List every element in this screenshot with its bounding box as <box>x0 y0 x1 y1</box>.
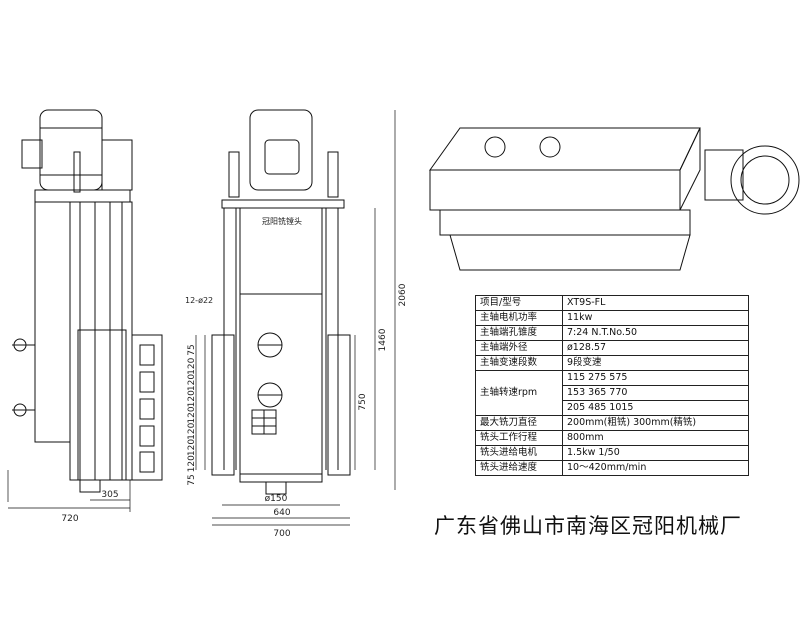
isometric-view <box>429 127 800 271</box>
pitch-label: 120 <box>187 422 197 439</box>
dim-left-offset: 305 <box>101 490 118 500</box>
spec-key: 主轴转速rpm <box>475 370 563 416</box>
dim-slide-height: 750 <box>358 393 368 410</box>
spec-value: 1.5kw 1/50 <box>562 445 749 461</box>
spec-key: 最大铣刀直径 <box>475 415 563 431</box>
spec-header-key: 项目/型号 <box>475 295 563 311</box>
dim-left-width: 720 <box>61 514 78 524</box>
spec-value: 205 485 1015 <box>562 400 749 416</box>
pitch-label: 120 <box>187 390 197 407</box>
bolt-spec: 12-ø22 <box>185 296 213 305</box>
front-view <box>195 109 396 526</box>
dim-overall-height: 2060 <box>398 283 408 306</box>
spec-value: 7:24 N.T.No.50 <box>562 325 749 341</box>
spec-value: 115 275 575 <box>562 370 749 386</box>
pitch-label: 120 <box>187 374 197 391</box>
spec-value: 11kw <box>562 310 749 326</box>
title-plate: 冠阳铣镗头 <box>262 216 302 226</box>
dim-center-width: 640 <box>273 508 290 518</box>
pitch-label: 75 <box>187 474 197 485</box>
spec-key: 铣头进给速度 <box>475 460 563 476</box>
pitch-label: 120 <box>187 439 197 456</box>
spec-value: ø128.57 <box>562 340 749 356</box>
spec-key: 主轴变速段数 <box>475 355 563 371</box>
spec-header-row: 项目/型号 XT9S-FL <box>475 295 749 311</box>
spec-value: 153 365 770 <box>562 385 749 401</box>
pitch-label: 75 <box>187 344 197 355</box>
spec-key: 主轴端外径 <box>475 340 563 356</box>
dim-overall-width: 700 <box>273 529 290 539</box>
spec-value: 10～420mm/min <box>562 460 749 476</box>
spindle-diameter: ø150 <box>265 494 288 504</box>
spec-value: 200mm(粗铣) 300mm(精铣) <box>562 415 749 431</box>
pitch-label: 120 <box>187 406 197 423</box>
spec-value: 9段变速 <box>562 355 749 371</box>
dim-travel-height: 1460 <box>378 328 388 351</box>
pitch-label: 120 <box>187 455 197 472</box>
side-view <box>7 109 163 512</box>
spec-key: 主轴电机功率 <box>475 310 563 326</box>
spec-header-value: XT9S-FL <box>562 295 749 311</box>
spec-value: 800mm <box>562 430 749 446</box>
spec-key: 铣头工作行程 <box>475 430 563 446</box>
spec-key: 铣头进给电机 <box>475 445 563 461</box>
pitch-label: 120 <box>187 357 197 374</box>
spec-key: 主轴端孔锥度 <box>475 325 563 341</box>
company-name: 广东省佛山市南海区冠阳机械厂 <box>434 514 742 538</box>
